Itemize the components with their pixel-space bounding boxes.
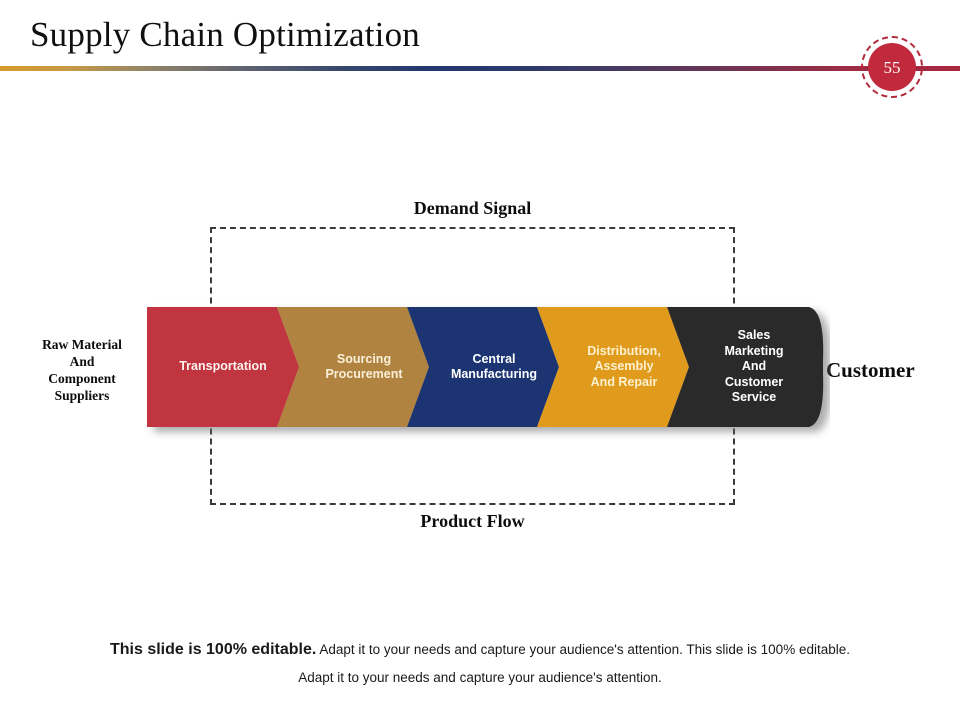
chevron-stage-1[interactable] — [147, 307, 299, 427]
footer-line-1: This slide is 100% editable. Adapt it to… — [0, 640, 960, 660]
chevron-stage-5[interactable] — [667, 307, 824, 427]
demand-signal-label: Demand Signal — [413, 198, 532, 218]
badge-dashed-ring — [861, 36, 923, 98]
footer-rest-text: Adapt it to your needs and capture your … — [316, 642, 850, 657]
chevron-stage-3[interactable] — [407, 307, 559, 427]
footer-note: This slide is 100% editable. Adapt it to… — [0, 640, 960, 688]
footer-lead-text: This slide is 100% editable. — [110, 641, 317, 658]
title-divider-rule — [0, 66, 960, 71]
customer-label: Customer — [826, 358, 915, 382]
page-title: Supply Chain Optimization — [30, 15, 420, 54]
slide-number-badge: 55 — [861, 36, 923, 98]
raw-material-suppliers-line: Raw Material — [42, 337, 122, 352]
footer-line-2: Adapt it to your needs and capture your … — [298, 670, 662, 685]
raw-material-suppliers-line: Suppliers — [54, 388, 110, 403]
product-flow-label: Product Flow — [420, 511, 525, 531]
raw-material-suppliers-line: Component — [48, 371, 116, 386]
chevron-svg — [147, 307, 824, 427]
raw-material-suppliers-line: And — [69, 354, 95, 369]
badge-circle: 55 — [868, 43, 916, 91]
chevron-stage-2[interactable] — [277, 307, 429, 427]
badge-number: 55 — [883, 57, 901, 77]
chevron-stage-4[interactable] — [537, 307, 689, 427]
